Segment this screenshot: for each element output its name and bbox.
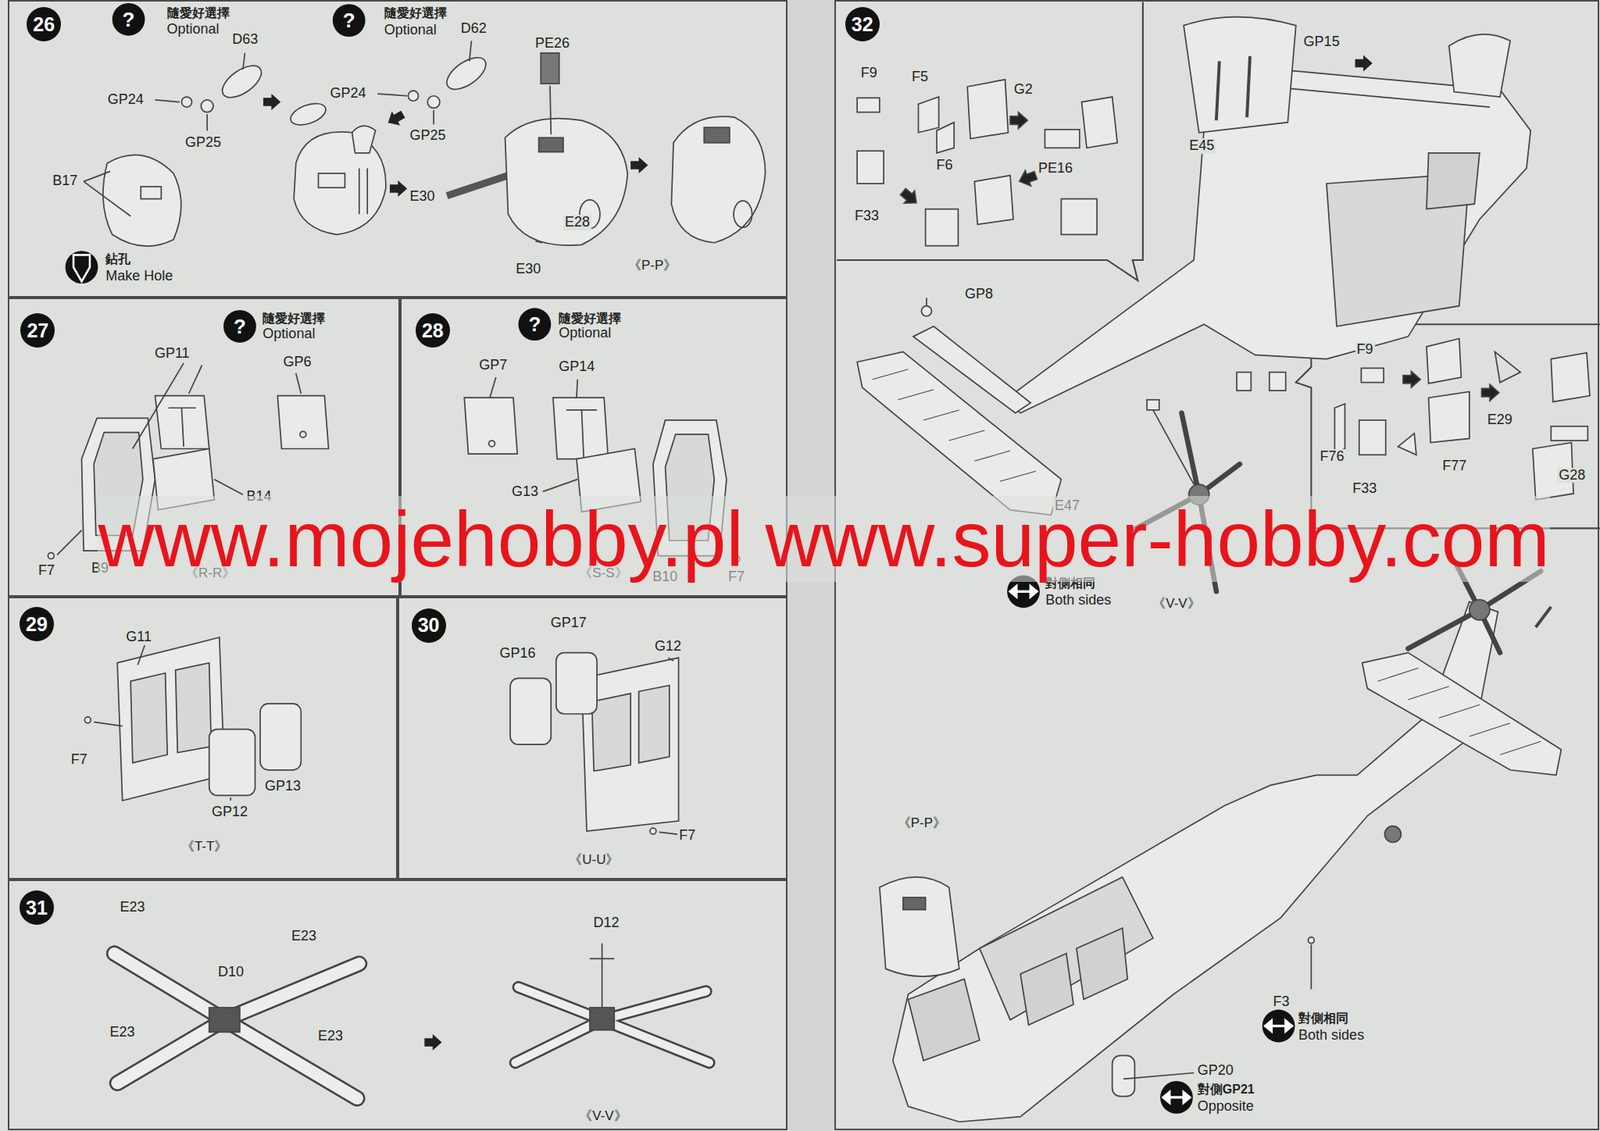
chinese-note: 對側GP21 (1196, 1082, 1257, 1097)
part-label: E45 (1187, 138, 1216, 154)
part-label: B17 (50, 174, 79, 190)
view-label: 《U-U》 (567, 853, 621, 868)
step-number: 28 (415, 313, 450, 348)
optional-mark: ? (233, 315, 247, 339)
part-label: Optional (165, 21, 222, 38)
view-label: 《V-V》 (577, 1109, 629, 1125)
part-label: GP24 (328, 85, 368, 102)
part-label: F7 (677, 828, 697, 844)
part-label: E23 (118, 900, 147, 917)
chinese-note: 隨愛好選擇 (260, 311, 327, 326)
part-label: F3 (1271, 994, 1291, 1011)
view-label: 《P-P》 (626, 257, 679, 273)
part-label: GP7 (477, 357, 509, 374)
part-label: GP25 (407, 128, 447, 144)
part-label: F7 (36, 564, 57, 580)
part-label: F33 (853, 208, 881, 225)
part-label: E30 (514, 261, 543, 278)
part-label: D63 (230, 32, 260, 48)
part-label: F7 (69, 752, 90, 768)
view-label: 《P-P》 (896, 816, 948, 832)
part-label: F6 (934, 157, 954, 174)
part-label: G28 (1557, 467, 1587, 484)
part-label: GP14 (557, 359, 597, 375)
part-label: Opposite (1196, 1099, 1256, 1115)
part-label: GP11 (153, 346, 192, 362)
part-label: E29 (1485, 412, 1515, 429)
part-label: G11 (124, 629, 154, 646)
step-number: 29 (19, 607, 54, 642)
part-label: E30 (407, 189, 436, 205)
chinese-note: 隨愛好選擇 (382, 6, 449, 21)
step-number: 32 (845, 7, 880, 42)
part-label: GP25 (183, 135, 223, 151)
view-label: 《T-T》 (179, 839, 230, 855)
step-panel: 30 (397, 596, 788, 880)
part-label: Optional (260, 327, 317, 343)
part-label: Optional (382, 22, 439, 39)
step-number: 30 (411, 608, 447, 643)
part-label: F9 (1355, 342, 1375, 358)
step-number: 27 (20, 313, 55, 348)
part-label: Optional (557, 325, 613, 342)
part-label: D62 (459, 21, 489, 37)
step-panel: 31 (7, 879, 788, 1131)
step-panel: 29 (7, 596, 398, 880)
part-label: PE26 (533, 35, 572, 52)
step-number: 31 (19, 890, 54, 925)
part-label: Both sides (1043, 592, 1113, 609)
part-label: GP8 (963, 287, 995, 304)
part-label: GP6 (281, 354, 313, 371)
part-label: G2 (1012, 82, 1035, 98)
part-label: F76 (1318, 449, 1347, 465)
part-label: F9 (859, 65, 879, 82)
part-label: E23 (316, 1028, 345, 1045)
optional-mark: ? (342, 9, 356, 33)
part-label: D12 (592, 915, 622, 932)
part-label: F5 (910, 69, 930, 86)
part-label: GP13 (263, 778, 303, 795)
part-label: F77 (1440, 458, 1468, 475)
part-label: G12 (653, 639, 683, 655)
part-label: E23 (289, 928, 318, 945)
step-number: 26 (26, 7, 61, 42)
part-label: Both sides (1296, 1028, 1366, 1044)
part-label: GP16 (497, 646, 537, 662)
chinese-note: 對側相同 (1296, 1011, 1350, 1026)
optional-mark: ? (528, 313, 541, 336)
part-label: GP20 (1196, 1064, 1236, 1080)
chinese-note: 隨愛好選擇 (557, 311, 623, 326)
part-label: Make Hole (103, 268, 175, 285)
part-label: PE16 (1036, 160, 1075, 177)
part-label: GP12 (210, 804, 250, 821)
part-label: D10 (216, 964, 246, 981)
chinese-note: 鉆孔 (103, 252, 133, 267)
view-label: 《V-V》 (1150, 596, 1202, 612)
part-label: E23 (107, 1025, 136, 1041)
watermark: www.mojehobby.pl www.super-hobby.com (97, 496, 1550, 583)
part-label: GP17 (549, 615, 589, 632)
part-label: GP24 (106, 92, 146, 108)
part-label: F33 (1350, 481, 1379, 497)
part-label: GP15 (1302, 34, 1342, 50)
part-label: E28 (563, 214, 592, 231)
chinese-note: 隨愛好選擇 (165, 6, 232, 21)
optional-mark: ? (122, 8, 136, 32)
